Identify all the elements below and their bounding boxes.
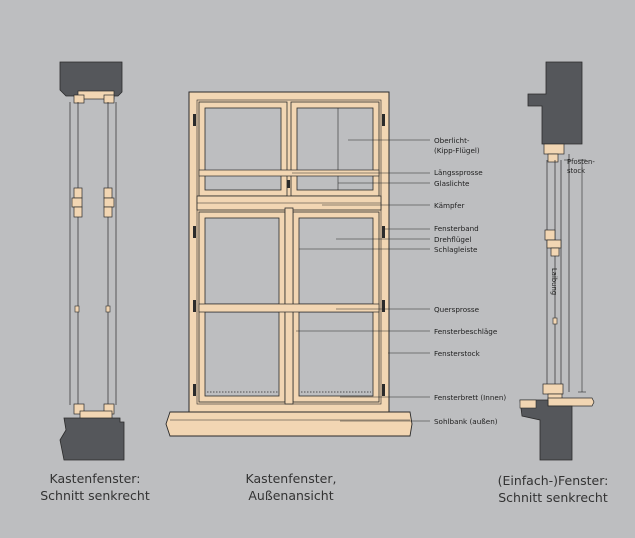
- right-bottom-wall: [519, 399, 573, 461]
- label-laibung: Laibung: [550, 268, 558, 296]
- caption-left-line1: Kastenfenster:: [49, 471, 141, 486]
- caption-center-line2: Außenansicht: [248, 488, 334, 503]
- caption-right-line1: (Einfach-)Fenster:: [497, 473, 609, 488]
- hinges: [193, 114, 385, 396]
- caption-left-line2: Schnitt senkrecht: [40, 488, 150, 503]
- label-glaslichte: Glaslichte: [434, 179, 470, 188]
- label-fensterbrett: Fensterbrett (Innen): [434, 393, 507, 402]
- right-fensterbrett: [547, 397, 595, 407]
- pfostenstock: [543, 143, 565, 155]
- label-fensterband: Fensterband: [434, 224, 479, 233]
- right-section: [519, 61, 595, 461]
- label-kaempfer: Kämpfer: [434, 201, 465, 210]
- label-fensterbeschlaege: Fensterbeschläge: [434, 327, 498, 336]
- label-laengssprosse: Längssprosse: [434, 168, 483, 177]
- left-section: [59, 61, 125, 461]
- label-quersprosse: Quersprosse: [434, 305, 480, 314]
- caption-center: Kastenfenster, Außenansicht: [216, 470, 366, 504]
- label-fensterstock: Fensterstock: [434, 349, 480, 358]
- label-pfosten: Pfosten-: [567, 158, 595, 166]
- right-top-wall: [527, 61, 583, 145]
- label-stock: stock: [567, 167, 586, 175]
- label-kipp-fluegel: (Kipp-Flügel): [434, 146, 480, 155]
- label-oberlicht: Oberlicht-: [434, 136, 470, 145]
- caption-right: (Einfach-)Fenster: Schnitt senkrecht: [478, 472, 628, 506]
- left-top-wall: [59, 61, 123, 97]
- leader-lines: [292, 139, 430, 422]
- label-schlagleiste: Schlagleiste: [434, 245, 478, 254]
- label-drehfluegel: Drehflügel: [434, 235, 472, 244]
- quersprosse: [198, 303, 380, 313]
- caption-center-line1: Kastenfenster,: [245, 471, 337, 486]
- caption-left: Kastenfenster: Schnitt senkrecht: [20, 470, 170, 504]
- caption-right-line2: Schnitt senkrecht: [498, 490, 608, 505]
- center-elevation: [165, 91, 413, 437]
- left-bottom-wall: [59, 417, 125, 461]
- label-sohlbank: Sohlbank (außen): [434, 417, 498, 426]
- sohlbank: [165, 411, 413, 437]
